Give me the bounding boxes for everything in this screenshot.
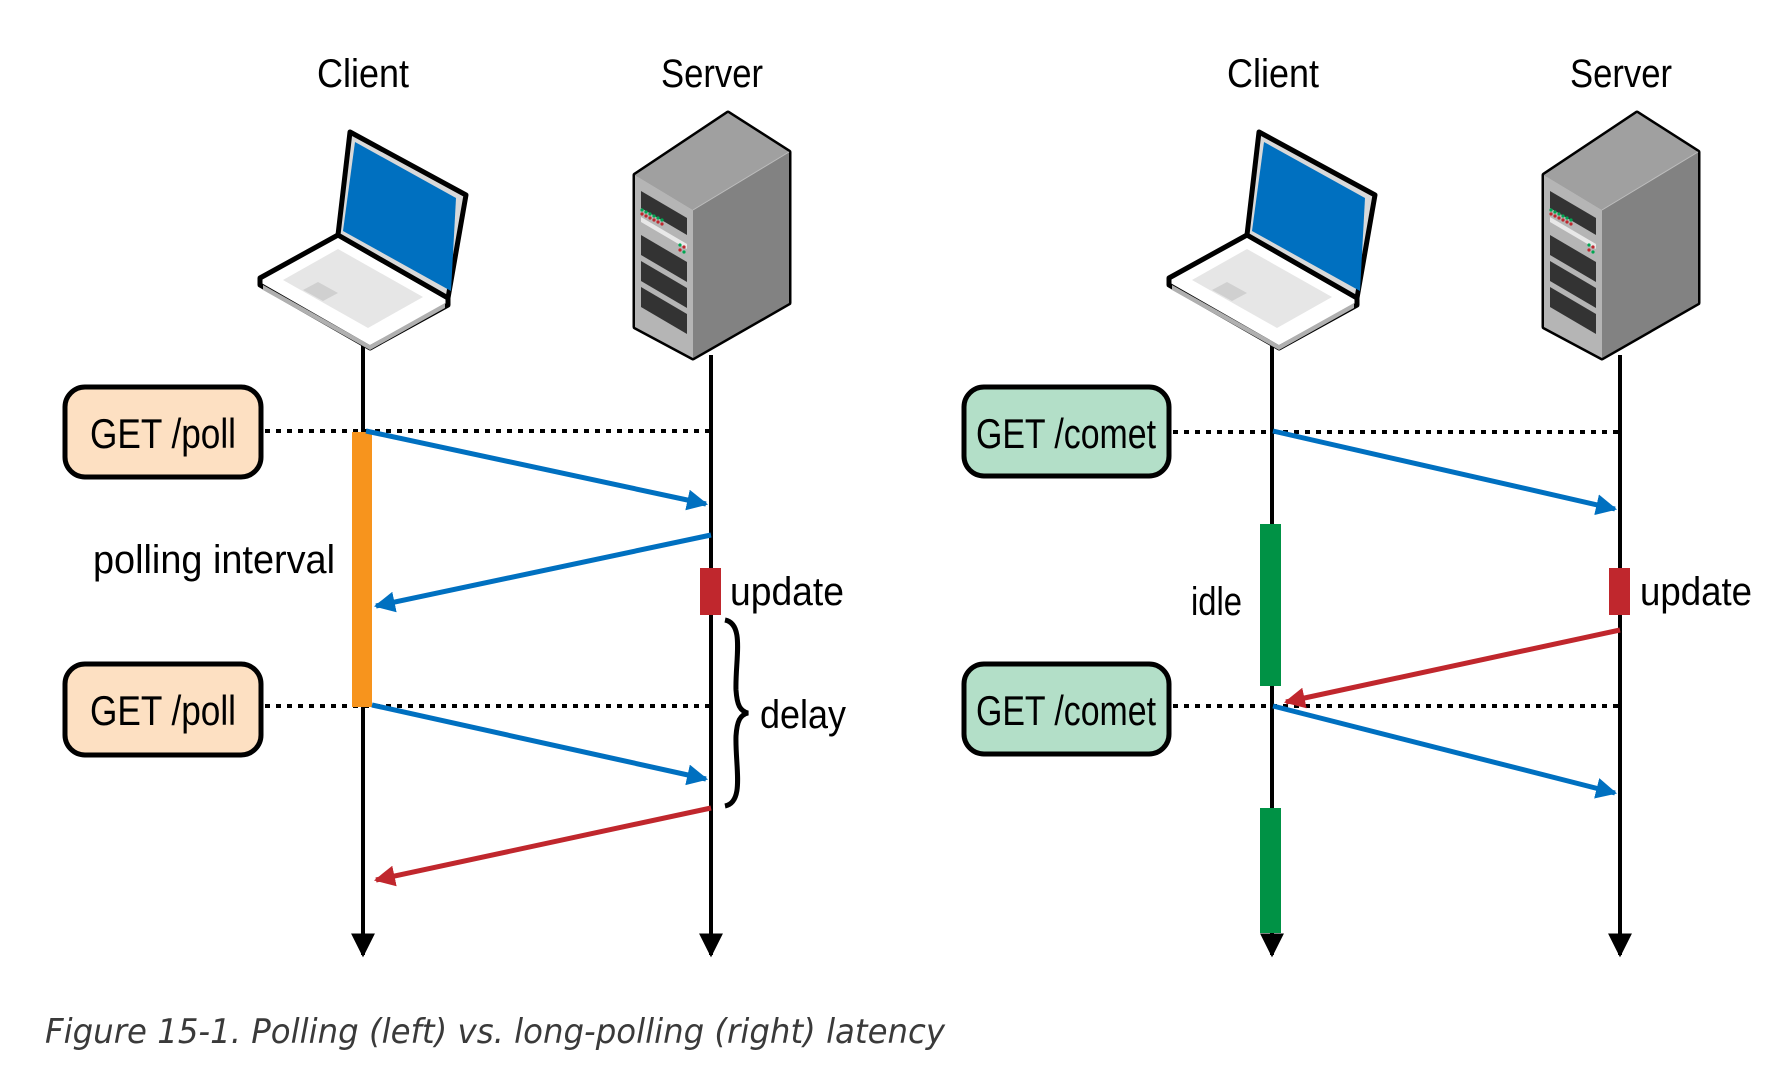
delay-brace bbox=[724, 617, 749, 809]
update-marker bbox=[1609, 568, 1630, 615]
idle-bar bbox=[1260, 524, 1281, 686]
client-label: Client bbox=[1227, 52, 1319, 96]
request-box-label: GET /comet bbox=[976, 687, 1156, 734]
delay-label: delay bbox=[760, 693, 846, 737]
laptop-icon bbox=[260, 132, 466, 350]
request-box: GET /comet bbox=[961, 661, 1172, 757]
polling-interval-label: polling interval bbox=[93, 538, 335, 582]
long-polling-panel: Client Server GET /comet GET /comet idle… bbox=[961, 52, 1752, 958]
server-label: Server bbox=[1570, 52, 1672, 96]
request-box: GET /poll bbox=[62, 661, 264, 758]
update-response-arrow bbox=[1283, 627, 1621, 709]
client-label: Client bbox=[317, 52, 409, 96]
figure-caption: Figure 15-1. Polling (left) vs. long-pol… bbox=[45, 1012, 946, 1052]
request-box-label: GET /poll bbox=[90, 410, 236, 457]
idle-bar bbox=[1260, 808, 1281, 933]
request-arrow bbox=[371, 702, 709, 786]
polling-panel: Client Server GET /poll GET /poll pollin… bbox=[62, 52, 846, 958]
request-box-label: GET /poll bbox=[90, 687, 236, 734]
request-arrow bbox=[1272, 703, 1618, 799]
empty-response-arrow bbox=[373, 532, 712, 613]
request-arrow bbox=[365, 428, 709, 511]
request-box: GET /comet bbox=[961, 384, 1172, 479]
laptop-icon bbox=[1169, 132, 1375, 350]
server-icon bbox=[635, 113, 789, 358]
server-label: Server bbox=[661, 52, 763, 96]
polling-interval-bar bbox=[352, 432, 372, 707]
request-arrow bbox=[1272, 428, 1618, 516]
request-box-label: GET /comet bbox=[976, 410, 1156, 457]
server-icon bbox=[1544, 113, 1698, 358]
update-response-arrow bbox=[373, 805, 712, 887]
idle-label: idle bbox=[1191, 580, 1242, 624]
update-marker bbox=[700, 568, 721, 615]
request-box: GET /poll bbox=[62, 384, 264, 480]
update-label: update bbox=[730, 570, 844, 614]
update-label: update bbox=[1640, 570, 1752, 614]
